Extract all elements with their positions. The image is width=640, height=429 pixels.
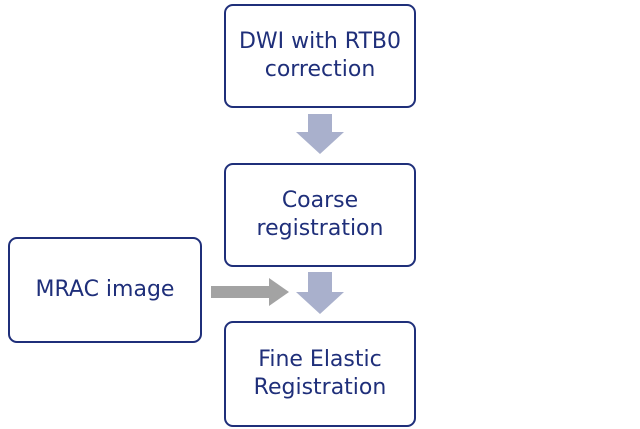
fine-box-label-line2: Registration xyxy=(253,375,387,400)
mrac-image-box: MRAC image xyxy=(8,237,202,343)
right-arrow-mrac-to-fine xyxy=(211,278,289,306)
dwi-box-label-line2: correction xyxy=(264,57,376,82)
coarse-registration-box: Coarse registration xyxy=(224,163,416,267)
coarse-box-label-line2: registration xyxy=(256,216,384,241)
fine-box-label-line1: Fine Elastic xyxy=(258,347,382,372)
down-arrow-dwi-to-coarse xyxy=(296,114,344,154)
fine-elastic-registration-box: Fine Elastic Registration xyxy=(224,321,416,427)
down-arrow-coarse-to-fine xyxy=(296,272,344,314)
dwi-rtb0-correction-box: DWI with RTB0 correction xyxy=(224,4,416,108)
mrac-box-label: MRAC image xyxy=(35,277,175,302)
dwi-box-label-line1: DWI with RTB0 xyxy=(238,29,402,54)
coarse-box-label-line1: Coarse xyxy=(281,188,359,213)
